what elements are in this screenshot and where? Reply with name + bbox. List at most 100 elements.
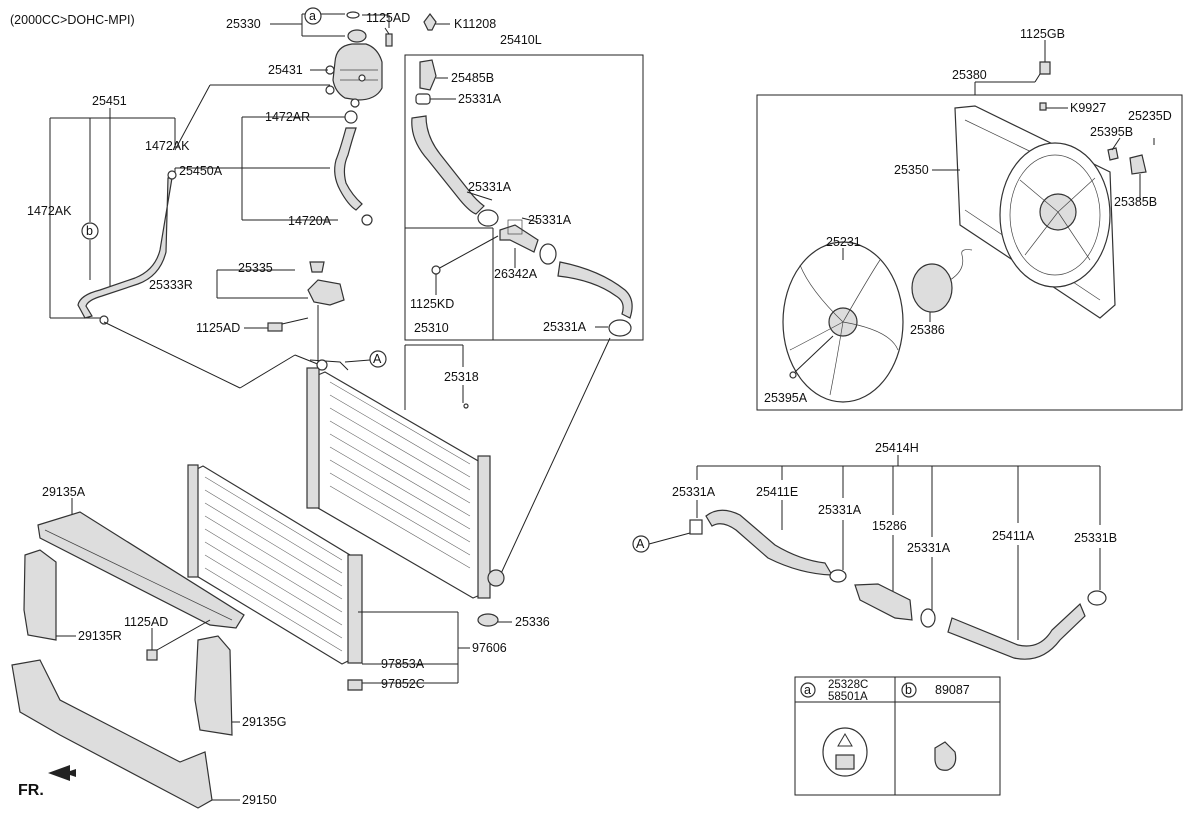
callout-1125AD-top[interactable]: 1125AD	[366, 11, 410, 25]
bolt-1125AD-top-part	[385, 33, 393, 47]
legend-b-part: 89087	[935, 683, 970, 697]
callout-1125KD[interactable]: 1125KD	[410, 297, 454, 311]
marker-a-circle	[304, 7, 322, 25]
hose-25451-group: b	[49, 108, 321, 389]
callout-25395A[interactable]: 25395A	[764, 391, 808, 405]
clamp-14720A-part	[361, 214, 373, 226]
plug-97852C-part	[347, 679, 363, 691]
callout-25350[interactable]: 25350	[894, 163, 929, 177]
callout-25450A[interactable]: 25450A	[179, 164, 223, 178]
guard-29135A-part	[37, 511, 245, 629]
clip-K11208-part	[423, 13, 437, 31]
callout-97606[interactable]: 97606	[472, 641, 507, 655]
lower-hose-group: A	[632, 455, 1107, 660]
callout-25331A-e[interactable]: 25331A	[672, 485, 716, 499]
callout-25410L[interactable]: 25410L	[500, 33, 542, 47]
callout-29135R[interactable]: 29135R	[78, 629, 122, 643]
callout-25235D[interactable]: 25235D	[1128, 109, 1172, 123]
callout-25331A-b[interactable]: 25331A	[468, 180, 512, 194]
callout-25386[interactable]: 25386	[910, 323, 945, 337]
bracket-group	[216, 261, 345, 362]
clamp-25331A-right-part	[539, 243, 557, 265]
callout-25431[interactable]: 25431	[268, 63, 303, 77]
reservoir-tank-part	[332, 43, 383, 101]
callout-25331B[interactable]: 25331B	[1074, 531, 1117, 545]
connector-25385B-part	[1129, 154, 1147, 175]
marker-b-label: b	[86, 224, 93, 238]
marker-A-lower-label: A	[636, 537, 645, 551]
marker-A-upper-label: A	[373, 352, 382, 366]
callout-15286[interactable]: 15286	[872, 519, 907, 533]
bolt-1125GB-part	[1039, 61, 1051, 75]
reservoir-cap-part	[347, 29, 367, 43]
fr-label: FR.	[18, 782, 44, 799]
reservoir-group: a	[174, 7, 393, 151]
callout-29135G[interactable]: 29135G	[242, 715, 286, 729]
bracket-25333R-part	[307, 279, 345, 306]
callout-25331A-d[interactable]: 25331A	[543, 320, 587, 334]
screw-25395B-part	[1107, 147, 1119, 161]
clamp-25331A-bottom-part	[608, 319, 632, 337]
pipe-26342A-part	[499, 224, 539, 253]
callout-25380[interactable]: 25380	[952, 68, 987, 82]
warning-label-part	[822, 727, 868, 777]
callout-25231[interactable]: 25231	[826, 235, 861, 249]
callout-25385B[interactable]: 25385B	[1114, 195, 1157, 209]
callout-25331A-c[interactable]: 25331A	[528, 213, 572, 227]
callout-25331A-a[interactable]: 25331A	[458, 92, 502, 106]
callout-1472AR[interactable]: 1472AR	[265, 110, 310, 124]
condenser-group	[187, 464, 470, 691]
hose-25411E-part	[705, 509, 834, 576]
callout-97852C[interactable]: 97852C	[381, 677, 425, 691]
callout-25333R[interactable]: 25333R	[149, 278, 193, 292]
callout-1472AK-b[interactable]: 1472AK	[27, 204, 72, 218]
fr-arrow-icon	[48, 765, 76, 781]
callout-25310[interactable]: 25310	[414, 321, 449, 335]
callout-14720A[interactable]: 14720A	[288, 214, 332, 228]
cap-seal-part	[346, 11, 360, 19]
callout-25414H[interactable]: 25414H	[875, 441, 919, 455]
callout-25485B[interactable]: 25485B	[451, 71, 494, 85]
guard-29150-part	[11, 659, 213, 809]
grommet-25335-part	[309, 261, 325, 273]
callout-97853A[interactable]: 97853A	[381, 657, 425, 671]
callout-25411A[interactable]: 25411A	[992, 529, 1035, 543]
callout-29150[interactable]: 29150	[242, 793, 277, 807]
callout-1472AK-a[interactable]: 1472AK	[145, 139, 190, 153]
callout-25395B[interactable]: 25395B	[1090, 125, 1133, 139]
callout-1125AD-mid[interactable]: 1125AD	[196, 321, 240, 335]
callout-25330[interactable]: 25330	[226, 17, 261, 31]
callout-26342A[interactable]: 26342A	[494, 267, 538, 281]
callout-25318[interactable]: 25318	[444, 370, 479, 384]
pipe-15286-part	[854, 583, 913, 621]
hose-upper-part	[411, 115, 485, 215]
warning-triangle-icon	[837, 733, 853, 747]
callout-K9927[interactable]: K9927	[1070, 101, 1106, 115]
callout-25411E[interactable]: 25411E	[756, 485, 798, 499]
hose-25411A-part	[947, 602, 1086, 660]
legend-a-part2: 58501A	[828, 691, 868, 703]
screw-25395A-part	[789, 371, 797, 379]
callout-29135A[interactable]: 29135A	[42, 485, 86, 499]
callout-1125AD-low[interactable]: 1125AD	[124, 615, 168, 629]
callout-25331A-g[interactable]: 25331A	[907, 541, 951, 555]
motor-25386-part	[911, 263, 953, 313]
legend-a-key: a	[804, 683, 811, 697]
hose-clip-89087-part	[934, 741, 957, 771]
receiver-dryer-part	[347, 554, 363, 664]
engine-spec-label: (2000CC>DOHC-MPI)	[10, 13, 135, 27]
callout-1125GB[interactable]: 1125GB	[1020, 27, 1065, 41]
bolt-1125KD-part	[431, 265, 441, 275]
clamp-1472AR-part	[344, 110, 358, 124]
callout-25335[interactable]: 25335	[238, 261, 273, 275]
radiator-group: A	[306, 344, 512, 627]
legend-b-key: b	[905, 683, 912, 697]
valve-25485B-part	[419, 59, 437, 91]
guard-29135G-part	[194, 635, 233, 736]
callout-K11208[interactable]: K11208	[454, 17, 496, 31]
callout-25336[interactable]: 25336	[515, 615, 550, 629]
callout-25451[interactable]: 25451	[92, 94, 127, 108]
callout-25331A-f[interactable]: 25331A	[818, 503, 862, 517]
air-guard-group	[11, 498, 245, 809]
fan-group	[756, 40, 1183, 411]
